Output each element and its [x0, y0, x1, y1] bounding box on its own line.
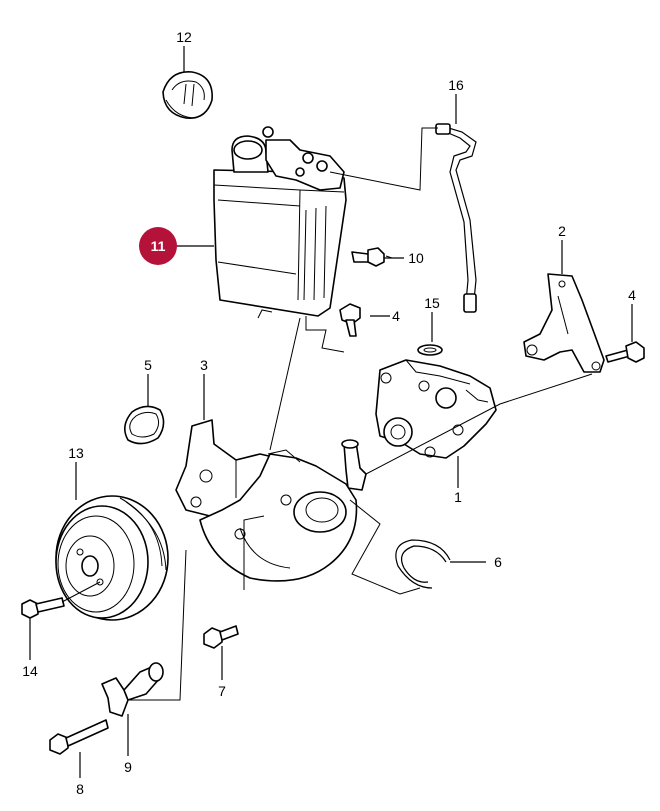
callout-8: 8	[76, 781, 84, 797]
part-4-bolt-right	[605, 341, 645, 363]
callout-3: 3	[200, 357, 208, 373]
part-16-pipe	[435, 123, 477, 313]
part-5-gasket	[124, 405, 165, 445]
callout-9: 9	[124, 759, 132, 775]
part-12-reservoir-cap	[162, 71, 213, 119]
assembly-lines	[61, 127, 593, 701]
part-11-fluid-reservoir	[213, 126, 347, 319]
callout-16: 16	[448, 77, 464, 93]
callout-5: 5	[144, 357, 152, 373]
part-4-bolt-upper	[339, 303, 361, 337]
part-8-bolt	[49, 719, 109, 755]
part-13-pulley	[55, 495, 169, 621]
callout-10: 10	[408, 250, 424, 266]
callout-1: 1	[454, 489, 462, 505]
callout-13: 13	[68, 445, 84, 461]
callout-11-highlight	[139, 227, 177, 265]
callout-7: 7	[218, 683, 226, 699]
callout-11: 11	[151, 238, 166, 254]
part-6-clip	[395, 539, 451, 589]
callout-2: 2	[558, 223, 566, 239]
part-10-bolt	[351, 247, 385, 267]
part-14-bolt	[21, 597, 65, 619]
pump-housing	[199, 449, 358, 582]
part-1-steering-pump	[341, 359, 497, 491]
part-15-o-ring	[417, 344, 443, 356]
callout-14: 14	[22, 663, 38, 679]
callout-leaders	[29, 46, 633, 778]
callout-labels: 12 16 2 4 4 10 15 11 5 3 1 13 14 6 7 9 8	[22, 29, 636, 797]
part-7-bolt	[203, 625, 239, 649]
part-2-bracket	[523, 273, 605, 373]
callout-15: 15	[424, 295, 440, 311]
callout-12: 12	[176, 29, 192, 45]
part-9-pressure-switch	[101, 662, 164, 717]
callout-6: 6	[494, 554, 502, 570]
callout-4-right: 4	[628, 287, 636, 303]
callout-4-upper: 4	[392, 308, 400, 324]
